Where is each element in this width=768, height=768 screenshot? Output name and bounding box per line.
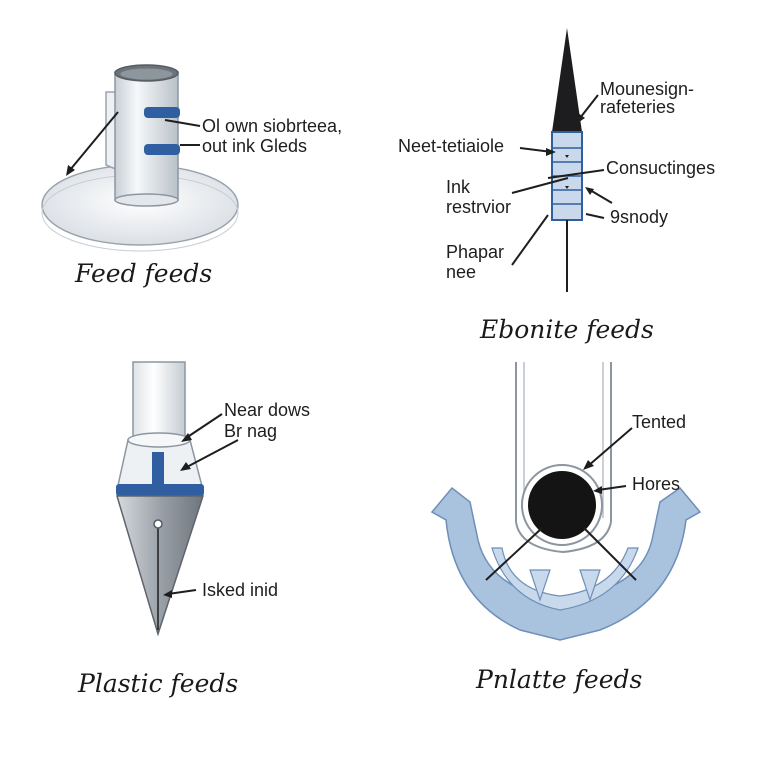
plastic-leader-mid-head: [180, 462, 191, 471]
ebonite-leader-right-mid: [547, 169, 605, 179]
plastic-label-top-2: Br nag: [224, 421, 277, 441]
pnlatte-prong-right: [579, 569, 601, 602]
ebonite-leader-ink: [511, 177, 569, 194]
panel-plastic: Near dows Br nag Isked inid Plastic feed…: [77, 361, 310, 698]
plastic-breather-hole: [153, 519, 163, 529]
pnlatte-label-mid: Hores: [632, 474, 680, 494]
pnlatte-prong-left: [529, 569, 551, 602]
ebonite-fin-mark: [565, 155, 569, 158]
feed-cylinder-bottom: [114, 193, 179, 207]
panel-feed: Ol own siobrteea, out ink Gleds Feed fee…: [41, 64, 342, 288]
ebonite-label-top-2: rafeteries: [600, 97, 675, 117]
pnlatte-leader-tented-head: [583, 460, 594, 470]
feed-caption: Feed feeds: [74, 259, 212, 288]
pnlatte-caption: Pnlatte feeds: [475, 665, 642, 694]
plastic-collar-top: [127, 432, 191, 448]
plastic-collar-slot: [152, 452, 164, 484]
ebonite-label-phapar-1: Phapar: [446, 242, 504, 262]
pnlatte-leader-right-down: [583, 527, 637, 581]
pnlatte-label-top: Tented: [632, 412, 686, 432]
plastic-leader-bottom: [167, 589, 197, 595]
plastic-label-bottom: Isked inid: [202, 580, 278, 600]
feed-cylinder: [114, 71, 179, 201]
pnlatte-inner-arch: [491, 547, 639, 611]
ebonite-label-right-low: 9snody: [610, 207, 668, 227]
ebonite-fin-mark-2: [565, 186, 569, 189]
ebonite-leader-left-head: [546, 148, 556, 156]
feed-cylinder-top-inner: [120, 68, 173, 80]
ebonite-leader-top-head: [576, 113, 585, 124]
plastic-label-top-1: Near dows: [224, 400, 310, 420]
plastic-leader-mid: [184, 439, 239, 469]
feed-label-line1: Ol own siobrteea,: [202, 116, 342, 136]
feed-leader-left-head: [66, 165, 75, 176]
pnlatte-leader-hores-head: [593, 486, 602, 494]
feed-leader-right: [164, 119, 201, 127]
feed-channel-lower: [144, 144, 180, 155]
plastic-leader-top-head: [181, 433, 192, 442]
pnlatte-ball: [528, 471, 596, 539]
ebonite-leader-low: [585, 213, 605, 219]
plastic-caption: Plastic feeds: [77, 669, 238, 698]
ebonite-label-right-mid: Consuctinges: [606, 158, 715, 178]
plastic-leader-top: [185, 413, 223, 439]
feed-label-line2: out ink Gleds: [202, 136, 307, 156]
feed-channel-upper: [144, 107, 180, 118]
ebonite-leader-sketch-head: [585, 187, 594, 195]
feed-leader-left: [69, 111, 119, 171]
plastic-leader-bottom-head: [163, 590, 172, 598]
ebonite-label-ink-1: Ink: [446, 177, 471, 197]
plastic-tube: [132, 361, 186, 441]
ebonite-caption: Ebonite feeds: [479, 315, 654, 344]
ebonite-label-ink-2: restrvior: [446, 197, 511, 217]
ebonite-label-phapar-2: nee: [446, 262, 476, 282]
ebonite-label-top-1: Mounesign-: [600, 79, 694, 99]
plastic-band: [116, 484, 204, 496]
ebonite-leader-sketch: [589, 189, 613, 204]
ebonite-nib-tip: [552, 28, 582, 132]
pnlatte-leader-hores: [597, 485, 627, 491]
ebonite-label-left: Neet-tetiaiole: [398, 136, 504, 156]
plastic-cone: [115, 495, 205, 637]
ebonite-leader-phapar: [511, 214, 549, 266]
ebonite-leader-top: [579, 94, 599, 119]
pnlatte-leader-tented: [587, 427, 633, 467]
panel-ebonite: Mounesign- rafeteries Neet-tetiaiole Con…: [398, 28, 715, 344]
panel-pnlatte: Tented Hores Pnlatte feeds: [430, 362, 702, 694]
pnlatte-leader-left-down: [485, 527, 543, 581]
